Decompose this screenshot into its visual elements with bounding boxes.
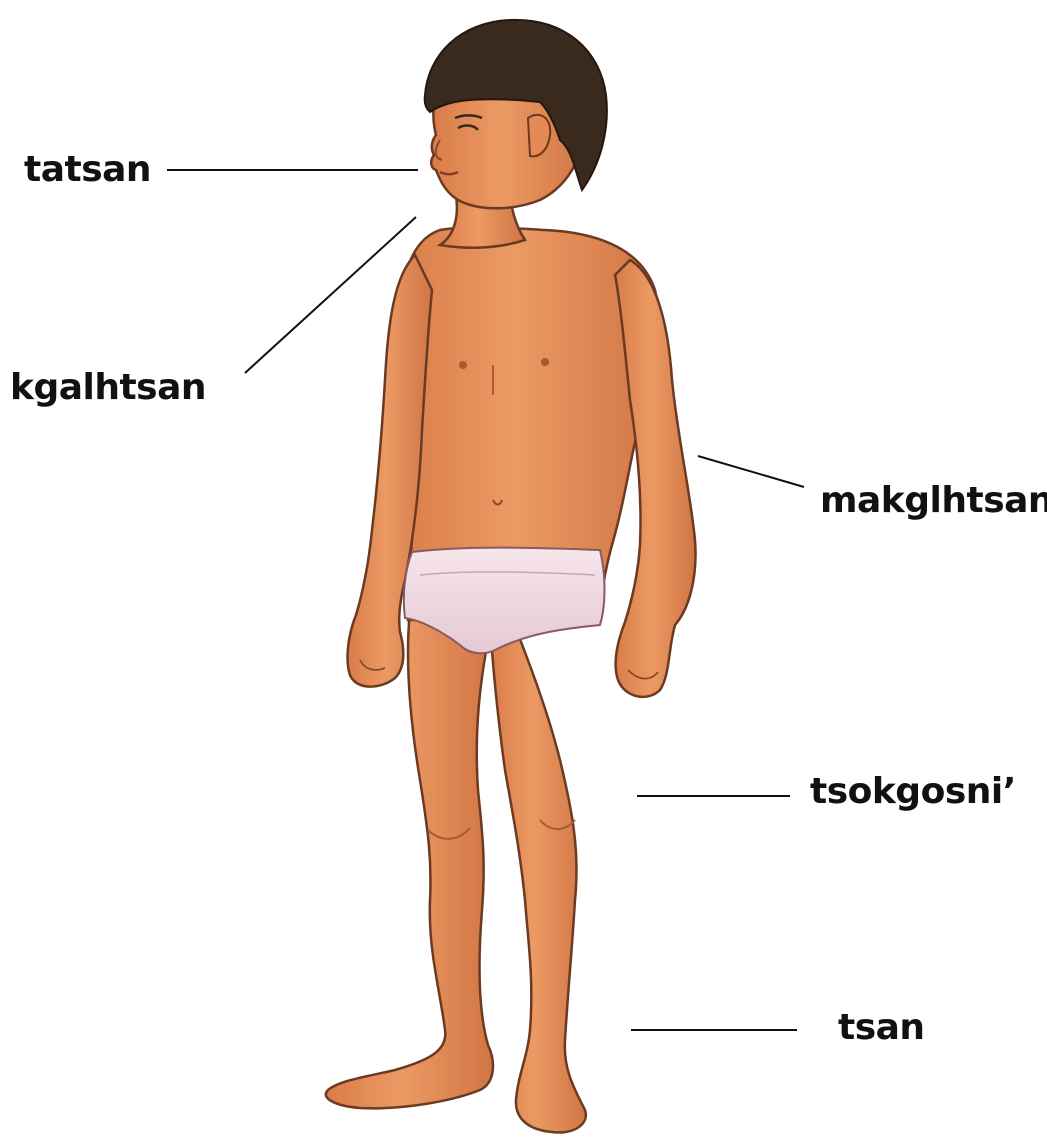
left-nipple: [459, 361, 467, 369]
left-leg-shape: [326, 610, 493, 1108]
leader-line-arm: [698, 456, 804, 487]
label-leg: tsan: [838, 1010, 925, 1046]
label-mouth: tatsan: [24, 152, 151, 188]
label-knee: tsokgosni’: [810, 774, 1016, 810]
right-nipple: [541, 358, 549, 366]
label-neck: kgalhtsan: [10, 370, 206, 406]
right-leg-shape: [490, 600, 586, 1133]
label-arm: makglhtsan: [820, 483, 1047, 519]
